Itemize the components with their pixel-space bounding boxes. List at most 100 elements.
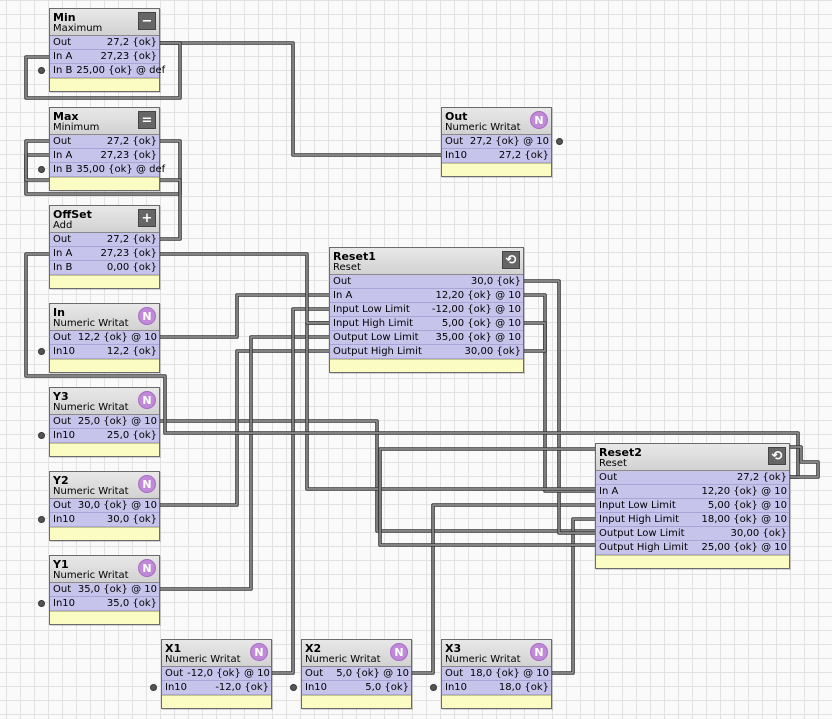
slot-value: -12,0 {ok} @ 10 [187, 668, 270, 679]
input-port[interactable] [290, 684, 297, 691]
input-port[interactable] [38, 67, 45, 74]
plus-box-icon: + [138, 209, 156, 227]
output-port[interactable] [556, 138, 563, 145]
input-port[interactable] [150, 684, 157, 691]
slot-value: 27,2 {ok} [106, 37, 157, 48]
x1-block-header[interactable]: X1 Numeric Writat N [162, 640, 271, 667]
reset1-block-header[interactable]: Reset1 Reset ⟲ [330, 248, 523, 275]
block-type: Numeric Writat [165, 654, 241, 665]
slot-label: Output Low Limit [599, 528, 685, 539]
slot-row[interactable]: In10-12,0 {ok} [150, 681, 271, 695]
block-title: Min [53, 11, 76, 24]
slot-value: 12,2 {ok} [106, 346, 157, 357]
x2-block-header[interactable]: X2 Numeric Writat N [302, 640, 411, 667]
reset2-block-header[interactable]: Reset2 Reset ⟲ [596, 444, 789, 471]
slot-value: 27,23 {ok} [100, 51, 157, 62]
offset-block-header[interactable]: OffSet Add + [50, 206, 159, 233]
input-port[interactable] [38, 516, 45, 523]
y3-block-header[interactable]: Y3 Numeric Writat N [50, 388, 159, 415]
y1-block-header[interactable]: Y1 Numeric Writat N [50, 556, 159, 583]
link-wire [160, 419, 595, 533]
minus-box-icon: − [138, 12, 156, 30]
block-title: Y1 [53, 558, 69, 571]
slot-value: 5,00 {ok} @ 10 [707, 500, 787, 511]
slot-label: In B [53, 164, 73, 175]
min-block-header[interactable]: Min Maximum − [50, 9, 159, 36]
slot-label: In A [53, 150, 73, 161]
slot-label: In10 [53, 598, 76, 609]
out-block-header[interactable]: Out Numeric Writat N [442, 108, 551, 135]
block-type: Reset [333, 262, 361, 273]
link-wire [160, 335, 329, 591]
input-port[interactable] [38, 166, 45, 173]
slot-label: Out [305, 668, 324, 679]
y2-block-header[interactable]: Y2 Numeric Writat N [50, 472, 159, 499]
max-block-header[interactable]: Max Minimum = [50, 108, 159, 135]
input-port[interactable] [38, 432, 45, 439]
slot-row[interactable]: Input Low Limit-12,00 {ok} @ 10 [330, 303, 523, 317]
x3-block-header[interactable]: X3 Numeric Writat N [442, 640, 551, 667]
input-port[interactable] [38, 600, 45, 607]
input-port[interactable] [38, 348, 45, 355]
block-title: X1 [165, 642, 182, 655]
block-footer [50, 78, 159, 91]
block-type: Add [53, 220, 73, 231]
slot-label: In A [599, 486, 619, 497]
input-port[interactable] [430, 684, 437, 691]
block-footer [50, 275, 159, 288]
slot-row[interactable]: Out-12,0 {ok} @ 10 [162, 667, 271, 681]
slot-label: Input Low Limit [333, 304, 410, 315]
in-block-header[interactable]: In Numeric Writat N [50, 304, 159, 331]
slot-label: In A [333, 290, 353, 301]
slot-value: 27,2 {ok} [106, 234, 157, 245]
